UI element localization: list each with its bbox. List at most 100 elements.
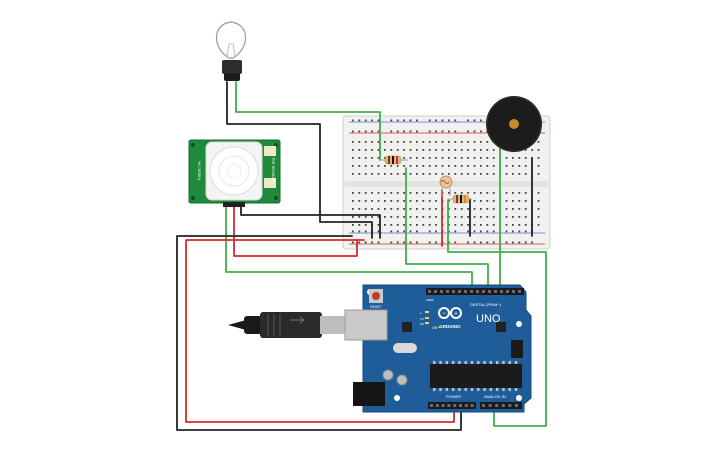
breadboard-hole <box>435 119 437 122</box>
breadboard-hole <box>505 230 508 233</box>
breadboard-hole <box>352 216 354 218</box>
chip-pin <box>464 388 467 391</box>
chip-pin <box>477 361 480 364</box>
breadboard-hole <box>409 165 412 167</box>
arduino-uno: RESET − + ARDUINO UNO DIGITAL (PWM~) ARE… <box>344 284 532 413</box>
breadboard-hole <box>441 130 444 133</box>
breadboard-hole <box>518 173 521 175</box>
breadboard-hole <box>524 165 527 167</box>
chip-pin <box>470 388 474 391</box>
breadboard-hole <box>428 119 431 122</box>
header-pin <box>446 290 449 293</box>
breadboard-hole <box>467 241 469 244</box>
breadboard-hole <box>396 192 399 194</box>
wire-resistor-pin <box>405 167 489 291</box>
breadboard-hole <box>428 173 431 175</box>
breadboard-hole <box>486 141 489 143</box>
breadboard-hole <box>531 241 533 244</box>
breadboard-hole <box>364 119 367 122</box>
breadboard-hole <box>416 173 418 175</box>
breadboard-hole <box>448 141 450 143</box>
header-pin <box>435 404 439 407</box>
breadboard-hole <box>492 192 495 194</box>
breadboard-hole <box>403 149 405 151</box>
breadboard-hole <box>364 173 367 175</box>
breadboard-hole <box>416 200 418 202</box>
breadboard-hole <box>460 192 463 194</box>
breadboard-hole <box>448 149 450 151</box>
breadboard-hole <box>371 119 373 122</box>
chip-pin <box>445 361 448 364</box>
breadboard-hole <box>448 165 450 167</box>
header-pin <box>482 404 485 407</box>
breadboard-hole <box>403 165 405 167</box>
breadboard-hole <box>486 200 489 202</box>
breadboard-hole <box>492 173 495 175</box>
breadboard-hole <box>512 216 514 218</box>
breadboard-hole <box>524 192 527 194</box>
breadboard-hole <box>364 157 367 159</box>
breadboard-hole <box>524 157 527 159</box>
breadboard-hole <box>358 130 361 133</box>
chip-pin <box>439 361 442 364</box>
breadboard-hole <box>473 149 476 151</box>
breadboard-hole <box>377 224 380 226</box>
breadboard-hole <box>377 208 380 210</box>
chip-pin <box>483 361 486 364</box>
header-pin <box>440 290 443 293</box>
breadboard-hole <box>537 192 540 194</box>
chip-pin <box>514 361 518 364</box>
breadboard-hole <box>480 173 482 175</box>
breadboard-hole <box>409 157 412 159</box>
breadboard-hole <box>473 157 476 159</box>
breadboard-hole <box>505 157 508 159</box>
breadboard-hole <box>467 165 469 167</box>
breadboard-hole <box>377 149 380 151</box>
breadboard-hole <box>480 216 482 218</box>
breadboard-hole <box>409 241 412 244</box>
breadboard-hole <box>505 192 508 194</box>
breadboard-hole <box>518 157 521 159</box>
header-pin <box>482 290 485 293</box>
header-pin <box>518 290 521 293</box>
breadboard-hole <box>377 165 380 167</box>
breadboard-hole <box>416 241 418 244</box>
arduino-logo <box>438 307 462 319</box>
breadboard-hole <box>480 119 482 122</box>
chip-pin <box>433 361 436 364</box>
breadboard-hole <box>428 130 431 133</box>
arduino-logo-minus-icon: − <box>442 311 446 317</box>
breadboard-hole <box>524 230 527 233</box>
breadboard-hole <box>364 192 367 194</box>
breadboard-hole <box>435 230 437 233</box>
header-pin <box>453 404 457 407</box>
breadboard-hole <box>480 200 482 202</box>
breadboard-hole <box>524 224 527 226</box>
breadboard-hole <box>473 119 476 122</box>
breadboard-hole <box>454 165 457 167</box>
chip-pin <box>445 388 448 391</box>
header-pin <box>488 404 492 407</box>
breadboard-hole <box>505 208 508 210</box>
breadboard-hole <box>492 216 495 218</box>
breadboard-hole <box>467 173 469 175</box>
breadboard-hole <box>371 141 373 143</box>
header-pin <box>470 404 474 407</box>
breadboard-hole <box>396 241 399 244</box>
breadboard-hole <box>390 141 393 143</box>
breadboard-hole <box>428 141 431 143</box>
breadboard-hole <box>416 165 418 167</box>
breadboard-hole <box>390 165 393 167</box>
header-pin <box>430 404 433 407</box>
breadboard-hole <box>358 119 361 122</box>
arduino-digital-label: DIGITAL (PWM~) <box>470 302 502 307</box>
breadboard-hole <box>518 216 521 218</box>
breadboard-hole <box>460 216 463 218</box>
breadboard-hole <box>390 192 393 194</box>
breadboard-hole <box>403 216 405 218</box>
breadboard-hole <box>460 173 463 175</box>
breadboard-hole <box>384 173 386 175</box>
chip-pin <box>508 388 511 391</box>
breadboard-hole <box>505 173 508 175</box>
